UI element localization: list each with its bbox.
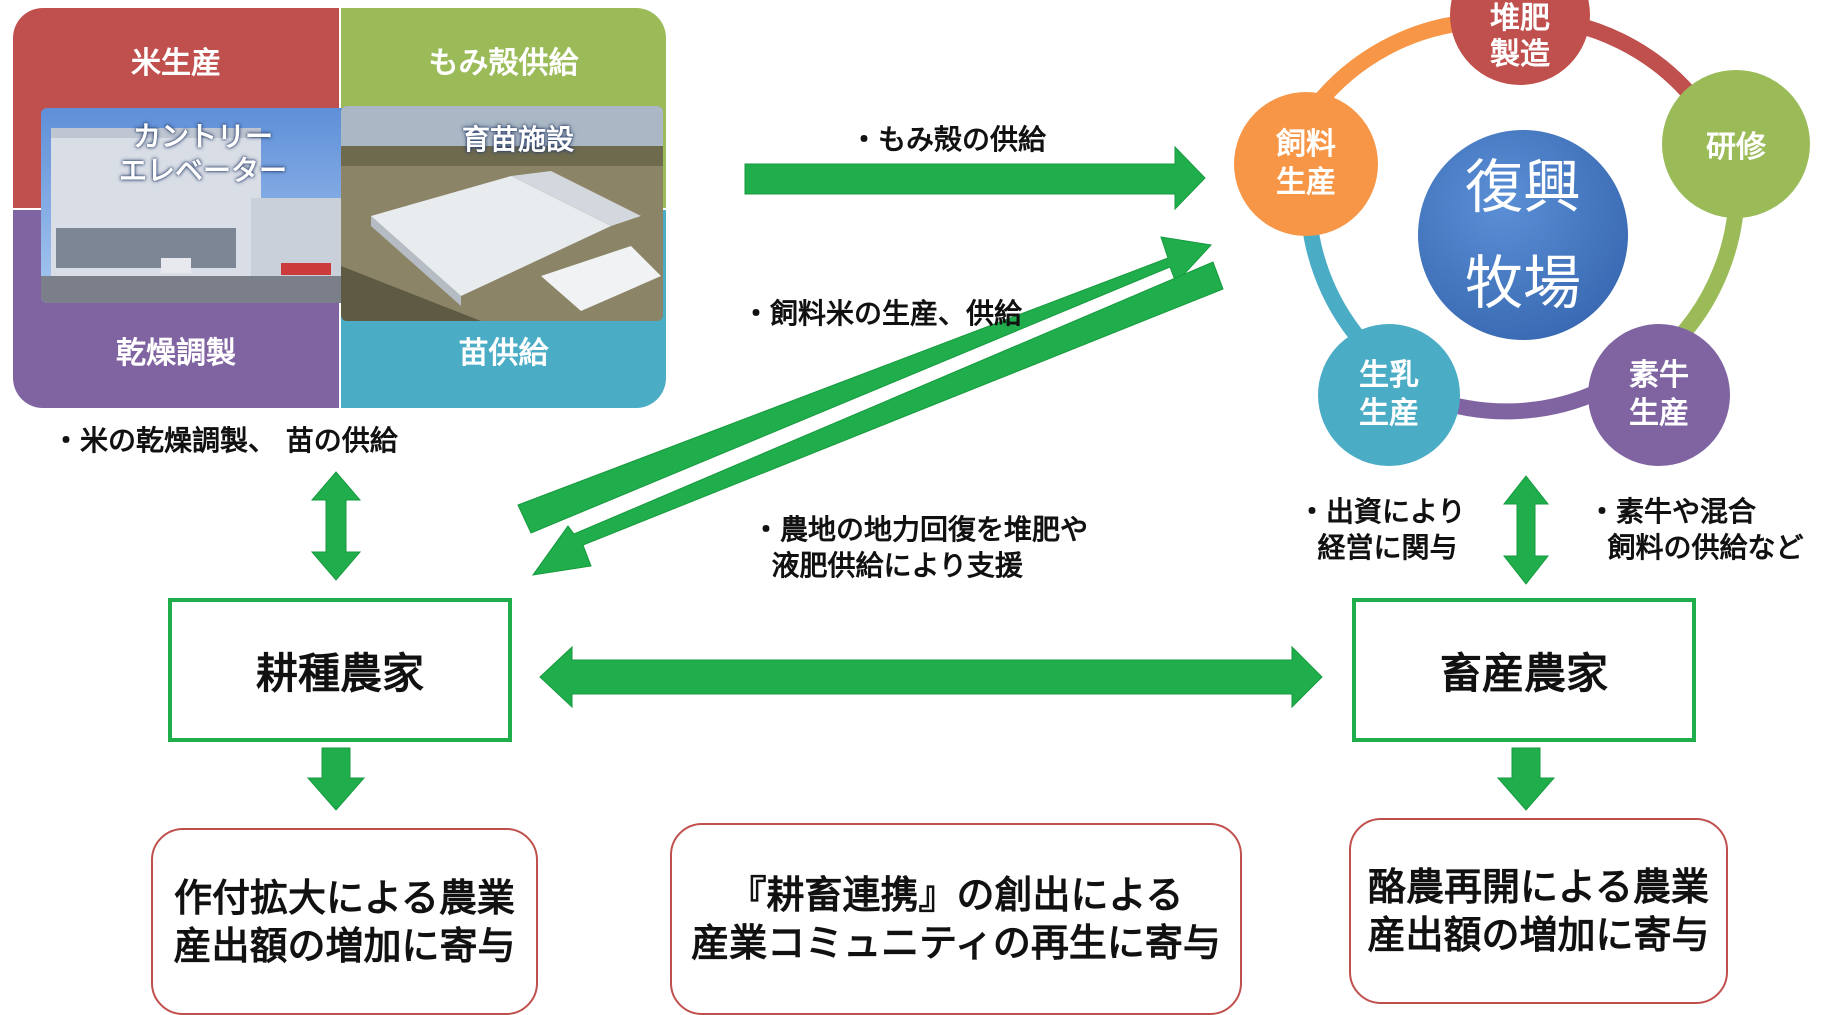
country-elevator-caption: カントリー エレベーター <box>118 120 287 187</box>
crop-farmer-label: 耕種農家 <box>255 648 424 698</box>
feed-rice-arrow <box>517 236 1212 534</box>
crop-farmer-box: 耕種農家 <box>168 598 512 742</box>
soil-support-note: ・農地の地力回復を堆肥や 液肥供給により支援 <box>752 513 1089 582</box>
country-elevator-photo <box>41 108 356 303</box>
facility-panel: 米生産 もみ殻供給 乾燥調製 苗供給 カントリー エレベーター <box>13 8 666 408</box>
left-vertical-double-arrow <box>310 471 362 581</box>
left-down-arrow <box>306 747 366 811</box>
livestock-farmer-label: 畜産農家 <box>1439 648 1608 698</box>
calf-production-label: 素牛 生産 <box>1629 358 1689 431</box>
seedling-facility-caption: 育苗施設 <box>461 123 574 156</box>
right-down-arrow <box>1496 747 1556 811</box>
seedling-supply-label: 苗供給 <box>458 336 549 371</box>
livestock-result-box: 酪農再開による農業 産出額の増加に寄与 <box>1349 818 1728 1004</box>
center-result-box: 『耕畜連携』の創出による 産業コミュニティの再生に寄与 <box>670 823 1242 1015</box>
husk-supply-arrow <box>744 145 1206 211</box>
feed-production-circle: 飼料 生産 <box>1234 92 1378 236</box>
drying-label: 乾燥調製 <box>116 336 236 371</box>
investment-note: ・出資により 経営に関与 <box>1298 495 1466 564</box>
center-result-text: 『耕畜連携』の創出による 産業コミュニティの再生に寄与 <box>691 873 1221 965</box>
training-circle: 研修 <box>1662 70 1810 218</box>
horizontal-double-arrow <box>539 645 1323 709</box>
calf-production-circle: 素牛 生産 <box>1588 324 1730 466</box>
livestock-farmer-box: 畜産農家 <box>1352 598 1696 742</box>
husk-note: ・もみ殻の供給 <box>850 123 1047 156</box>
rice-note: ・米の乾燥調製、 苗の供給 <box>52 424 398 457</box>
crop-result-text: 作付拡大による農業 産出額の増加に寄与 <box>173 875 516 968</box>
ranch-center-circle: 復興 牧場 <box>1418 130 1628 340</box>
feed-rice-note: ・飼料米の生産、供給 <box>742 297 1023 330</box>
rice-production-label: 米生産 <box>131 46 221 81</box>
husk-supply-label: もみ殻供給 <box>428 46 579 81</box>
crop-result-box: 作付拡大による農業 産出額の増加に寄与 <box>151 828 538 1015</box>
ranch-center-label: 復興 牧場 <box>1464 153 1581 317</box>
calf-supply-note: ・素牛や混合 飼料の供給など <box>1588 495 1804 564</box>
feed-production-label: 飼料 生産 <box>1276 127 1336 200</box>
compost-label: 堆肥 製造 <box>1490 1 1550 72</box>
training-label: 研修 <box>1706 130 1766 165</box>
soil-support-arrow <box>531 261 1224 576</box>
livestock-result-text: 酪農再開による農業 産出額の増加に寄与 <box>1367 865 1710 957</box>
milk-production-label: 生乳 生産 <box>1359 358 1419 431</box>
seedling-facility-photo <box>341 106 663 321</box>
right-vertical-double-arrow <box>1502 475 1550 585</box>
milk-production-circle: 生乳 生産 <box>1318 324 1460 466</box>
